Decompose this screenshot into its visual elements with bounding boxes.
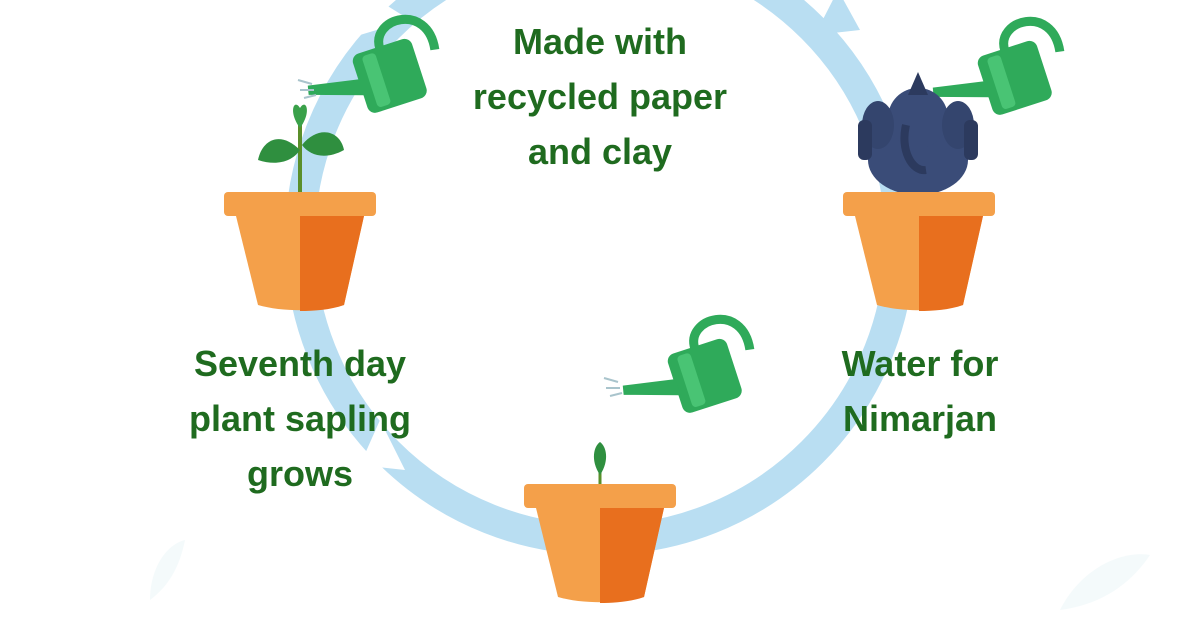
- step-label-line: and clay: [527, 131, 673, 172]
- step-label-line: Seventh day: [193, 343, 407, 384]
- step-label-seventh-day: Seventh day plant sapling grows: [150, 336, 450, 501]
- watering-can-icon: [622, 315, 755, 413]
- step-label-line: grows: [246, 453, 353, 494]
- watering-can-icon: [932, 17, 1065, 115]
- step-label-line: Made with: [512, 21, 687, 62]
- step-label-line: Water for: [841, 343, 999, 384]
- ganesha-idol-icon: [858, 72, 978, 195]
- sprout-icon: [593, 442, 607, 486]
- water-drops-icon: [297, 79, 317, 99]
- water-drops-icon: [603, 377, 623, 397]
- step-label-water-for-nimarjan: Water for Nimarjan: [800, 336, 1040, 446]
- watering-can-icon: [307, 15, 440, 113]
- flower-pot-icon: [524, 484, 676, 603]
- step-label-made-with: Made with recycled paper and clay: [430, 14, 770, 179]
- step-label-line: Nimarjan: [842, 398, 998, 439]
- step-label-line: recycled paper: [472, 76, 728, 117]
- flower-pot-icon: [224, 192, 376, 311]
- step-label-line: plant sapling: [188, 398, 411, 439]
- background-leaf-icon: [150, 540, 1150, 610]
- flower-pot-icon: [843, 192, 995, 311]
- sapling-icon: [258, 104, 344, 192]
